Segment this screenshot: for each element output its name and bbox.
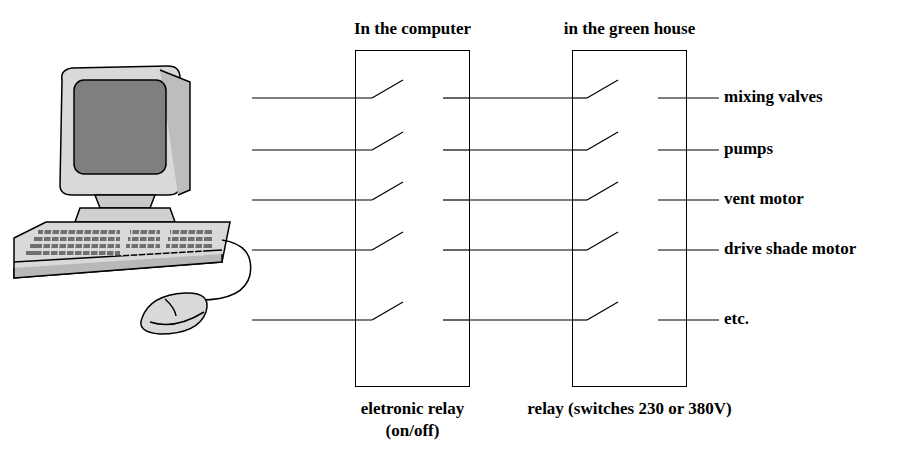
- relay-wire: [470, 249, 572, 250]
- device-label: etc.: [724, 309, 749, 329]
- relay-box: In the computereletronic relay (on/off): [355, 50, 470, 387]
- device-label: mixing valves: [724, 87, 823, 107]
- box-caption: eletronic relay (on/off): [343, 398, 483, 442]
- device-label: pumps: [724, 139, 773, 159]
- box-heading: In the computer: [354, 19, 471, 39]
- computer-illustration: [14, 66, 230, 278]
- relay-wire: [470, 199, 572, 200]
- box-caption: relay (switches 230 or 380V): [527, 398, 732, 420]
- keyboard-keys: [26, 230, 212, 255]
- switch-contacts: [252, 80, 719, 320]
- mouse-illustration: [141, 240, 251, 334]
- relay-wire: [470, 97, 572, 98]
- device-label: vent motor: [724, 189, 804, 209]
- keyboard-key-gaps: [42, 229, 204, 256]
- relay-box: in the green houserelay (switches 230 or…: [572, 50, 687, 387]
- relay-wire: [470, 149, 572, 150]
- device-label: drive shade motor: [724, 239, 856, 259]
- box-heading: in the green house: [564, 19, 695, 39]
- relay-wire: [470, 319, 572, 320]
